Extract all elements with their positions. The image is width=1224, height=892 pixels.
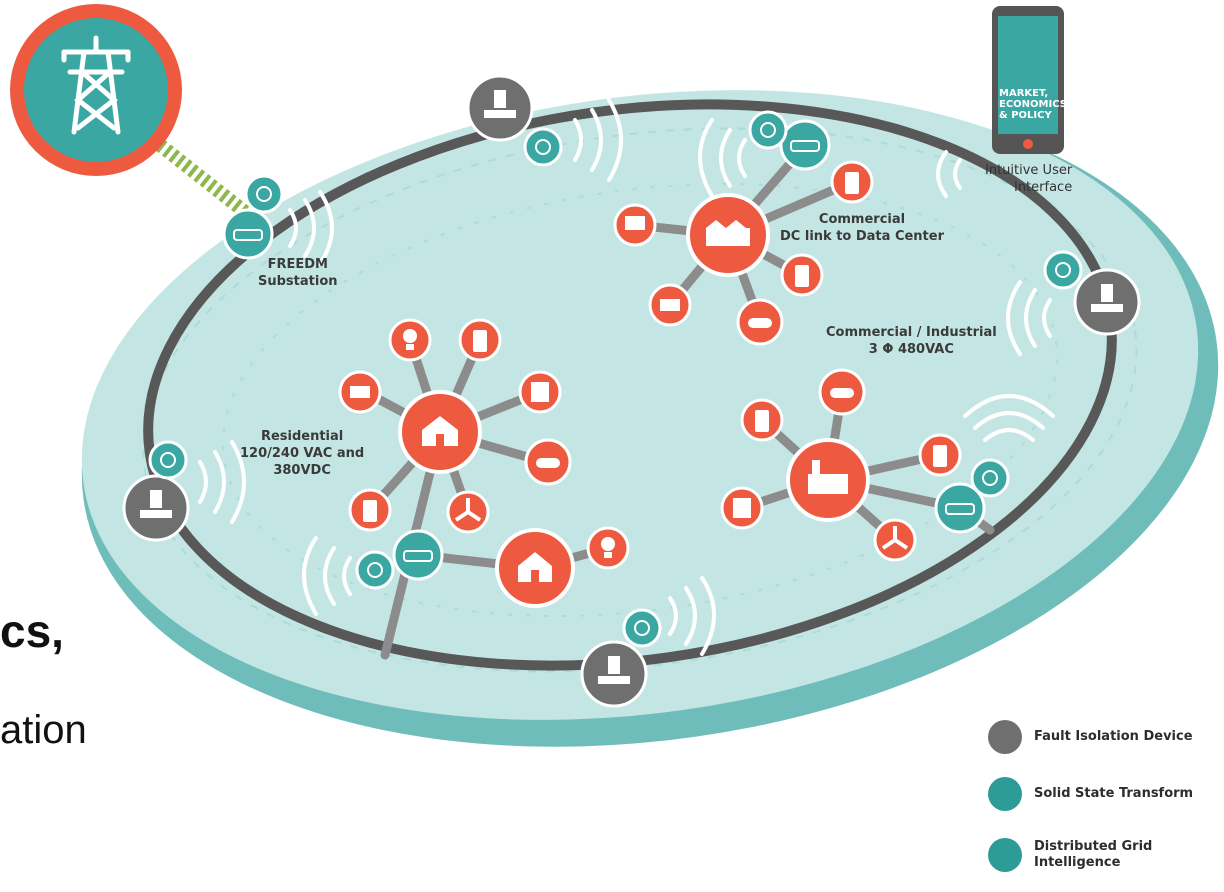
solid-state-transformer-icon: [222, 208, 274, 260]
solid-state-transformer-icon: [392, 529, 444, 581]
solid-state-transformers: [222, 119, 986, 581]
electric-car-icon: [818, 368, 866, 416]
solar-panel-icon: [338, 370, 382, 414]
grid-intelligence-icon: [1043, 250, 1083, 290]
slide-text-line-1: cs,: [0, 605, 64, 657]
grid-intelligence-icon: [244, 174, 284, 214]
fault-isolation-device-icon: [988, 720, 1022, 754]
fault-isolation-devices: [122, 74, 1141, 708]
battery-icon: [780, 253, 824, 297]
solar-panel-icon: [648, 283, 692, 327]
wind-turbine-icon: [446, 490, 490, 534]
house-hub-icon: [398, 390, 482, 474]
wind-turbine-icon: [873, 518, 917, 562]
legend-grid-intelligence: Distributed Grid Intelligence: [988, 838, 1152, 872]
legend-fault-isolation: Fault Isolation Device: [988, 720, 1193, 754]
solid-state-transformer-icon: [934, 482, 986, 534]
grid-intelligence-icon: [355, 550, 395, 590]
battery-icon: [830, 160, 874, 204]
loads: [338, 160, 962, 570]
transmission-tower-icon: [10, 4, 182, 176]
grid-intelligence-icon: [523, 127, 563, 167]
solid-state-transformer-icon: [779, 119, 831, 171]
battery-icon: [918, 433, 962, 477]
computer-icon: [613, 203, 657, 247]
factory-hub-icon: [686, 193, 770, 277]
residential-label: Residential 120/240 VAC and 380VDC: [240, 429, 365, 478]
fault-isolation-device-icon: [466, 74, 534, 142]
electric-car-icon: [524, 438, 572, 486]
user-interface-label: Intuitive User Interface: [985, 163, 1073, 195]
grid-intelligence-icon: [622, 608, 662, 648]
factory-hub-icon: [786, 438, 870, 522]
electric-car-icon: [736, 298, 784, 346]
grid-intelligence-icon: [988, 838, 1022, 872]
battery-icon: [740, 398, 784, 442]
lightbulb-icon: [388, 318, 432, 362]
hubs: [398, 193, 870, 608]
battery-icon: [348, 488, 392, 532]
lightbulb-icon: [586, 526, 630, 570]
wireless-arcs: [198, 98, 1055, 656]
commercial-industrial-label: Commercial / Industrial 3 Φ 480VAC: [826, 325, 997, 357]
transmission-link: [155, 139, 250, 218]
appliance-icon: [518, 370, 562, 414]
grid-intelligence-icon: [970, 458, 1010, 498]
fault-isolation-device-icon: [580, 640, 648, 708]
tablet-screen-text: MARKET, ECONOMICS & POLICY: [999, 88, 1067, 121]
appliance-icon: [720, 486, 764, 530]
house-hub-icon: [495, 528, 575, 608]
grid-intelligence-icon: [748, 110, 788, 150]
grid-intelligence-icon: [148, 440, 188, 480]
commercial-dc-label: Commercial DC link to Data Center: [780, 212, 944, 244]
tablet-device: [992, 6, 1064, 154]
battery-icon: [458, 318, 502, 362]
substation-label: FREEDM Substation: [258, 257, 338, 289]
solid-state-transformer-icon: [988, 777, 1022, 811]
legend-solid-state-transformer: Solid State Transform: [988, 777, 1193, 811]
grid-intelligence-nodes: [148, 110, 1083, 648]
fault-isolation-device-icon: [122, 474, 190, 542]
slide-text-line-2: ation: [0, 708, 87, 752]
fault-isolation-device-icon: [1073, 268, 1141, 336]
